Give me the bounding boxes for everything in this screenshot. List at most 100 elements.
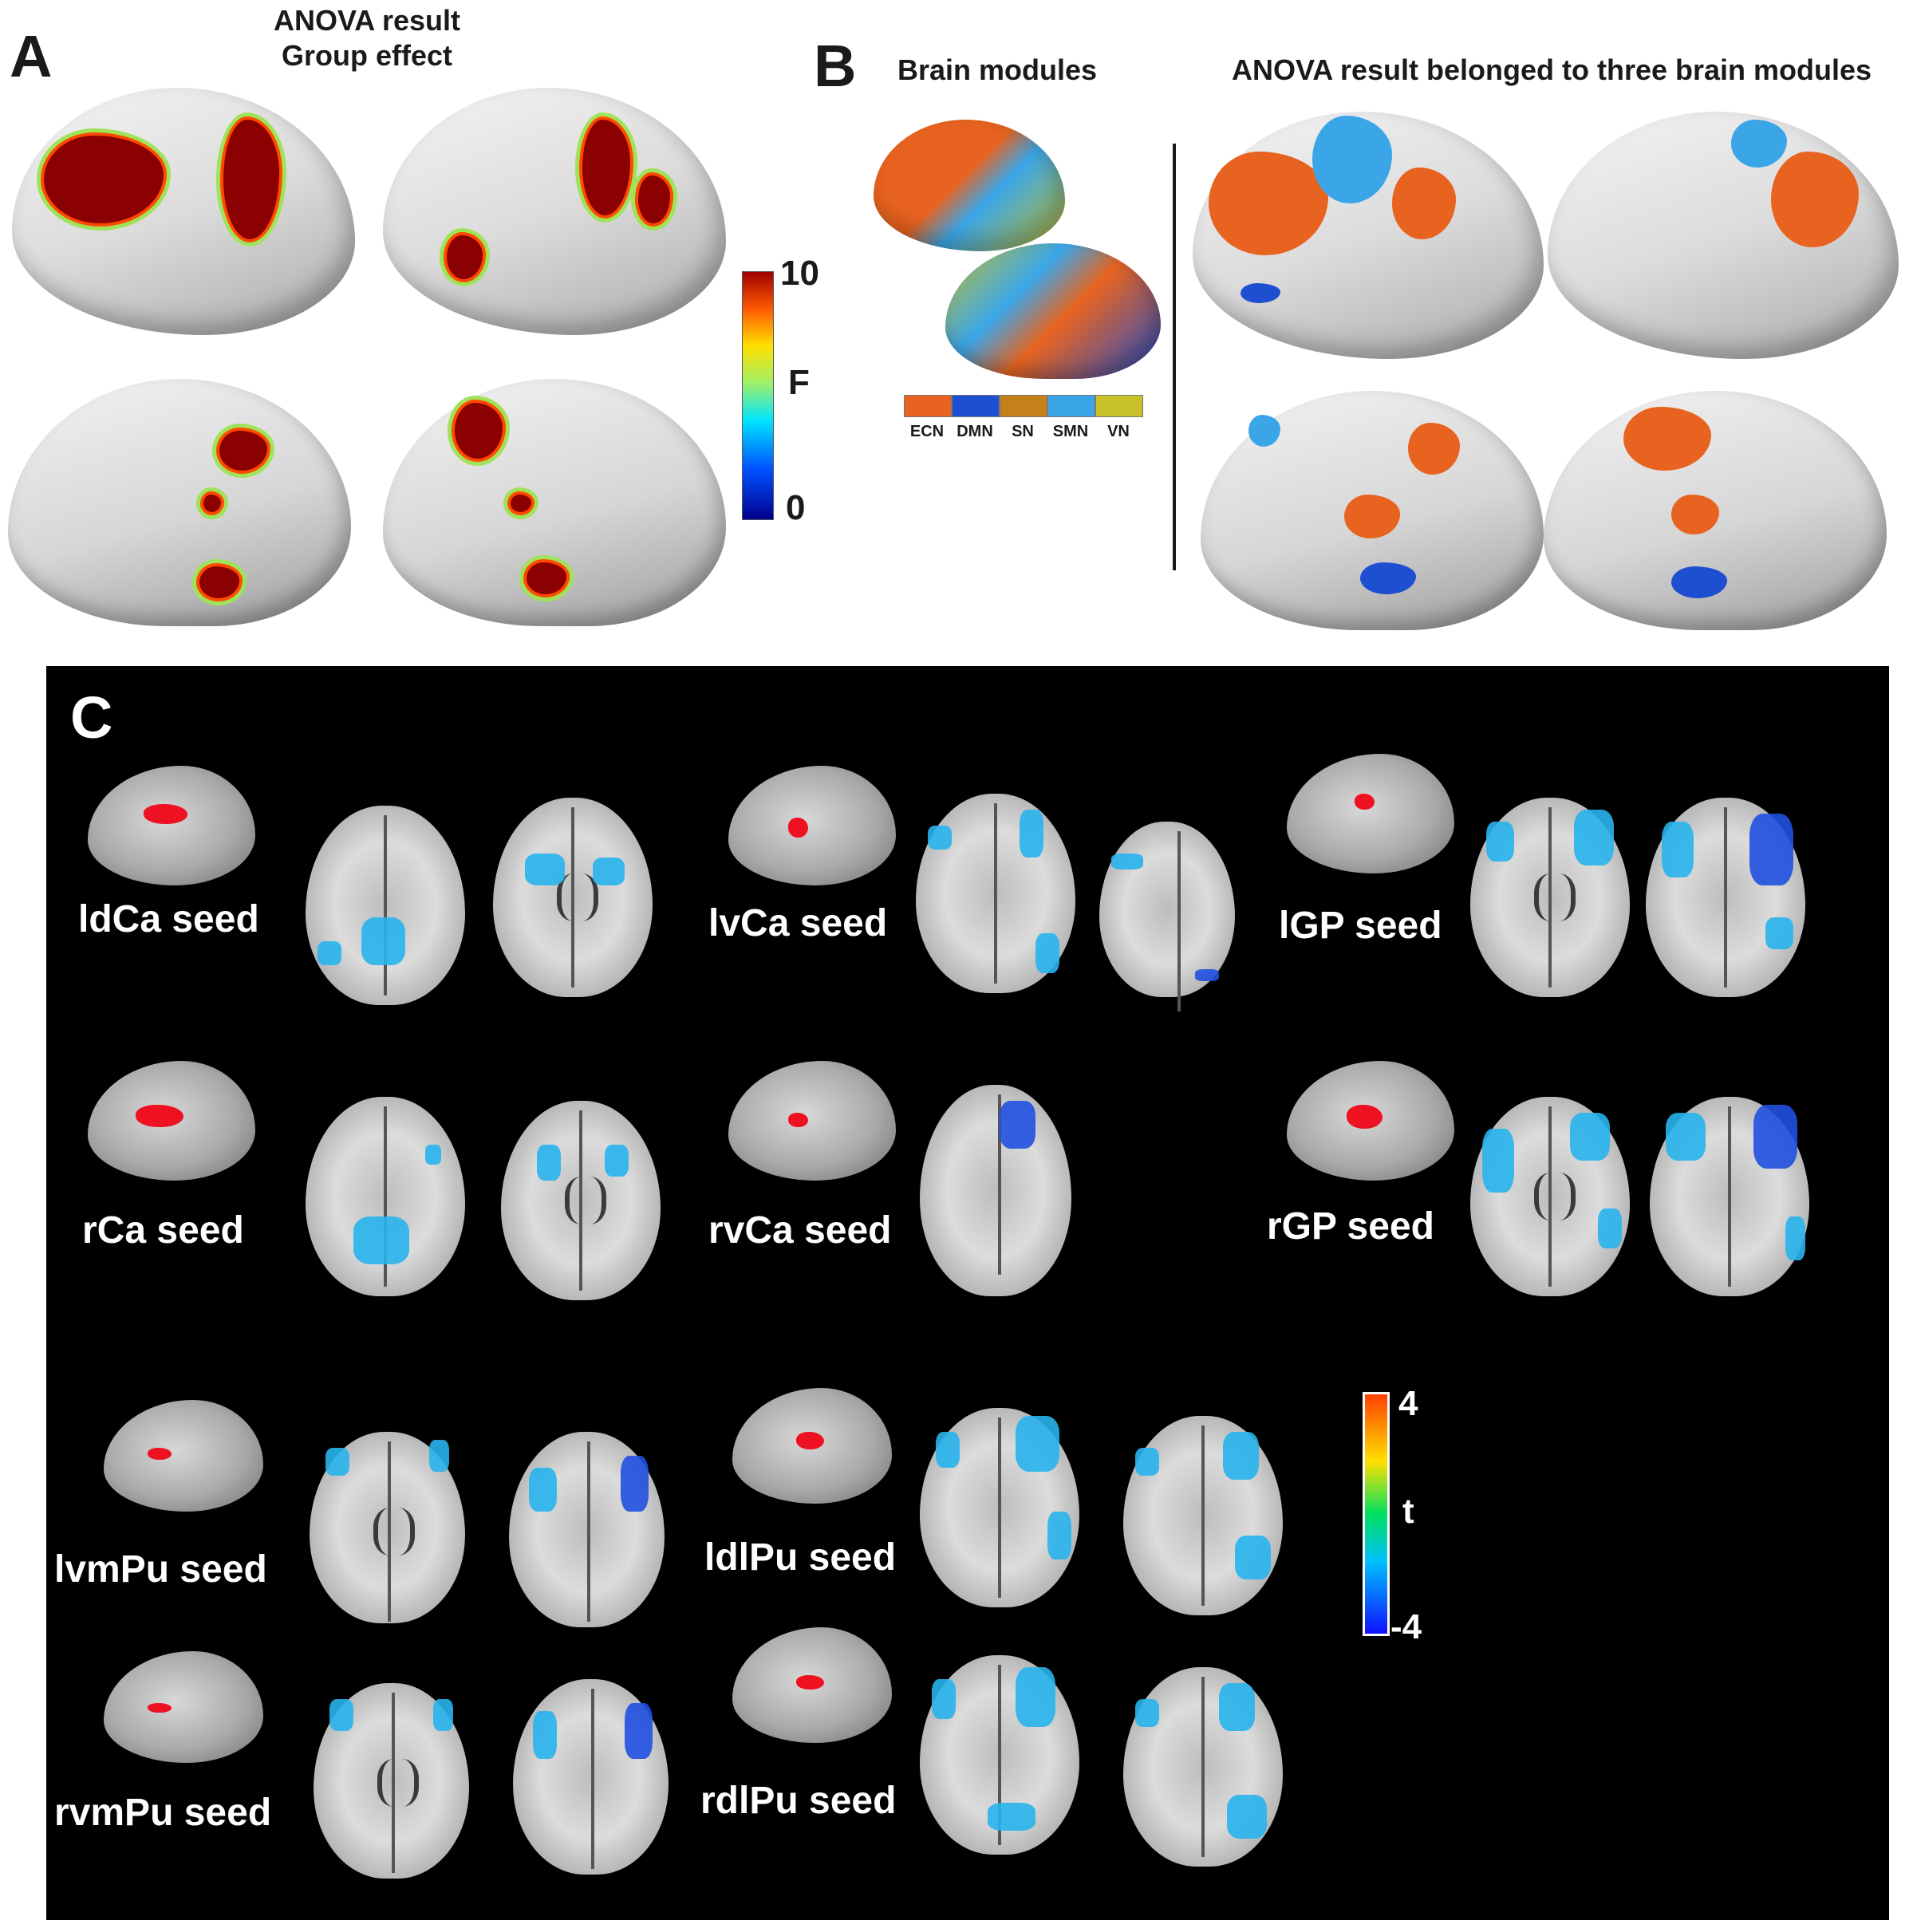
ventricles [1534, 873, 1576, 921]
axial-slice [1470, 798, 1630, 997]
activation-cluster [988, 1803, 1035, 1831]
panel-c-letter: C [70, 684, 113, 751]
activation-cluster [1035, 933, 1059, 973]
brain-medial-right [383, 379, 726, 626]
ventricles [1534, 1173, 1576, 1220]
smn-cluster [1248, 415, 1280, 447]
panel-b-letter: B [814, 33, 857, 99]
activation-cluster [529, 1468, 557, 1512]
activation-cluster [447, 235, 483, 279]
activation-cluster [625, 1703, 653, 1759]
axial-slice [310, 1432, 465, 1623]
activation-cluster [621, 1456, 649, 1512]
seed-region [144, 804, 187, 824]
brain-lateral-left [12, 88, 355, 335]
activation-cluster [1020, 810, 1043, 858]
activation-cluster [1574, 810, 1614, 865]
f-colorbar-min: 0 [786, 488, 806, 527]
activation-cluster [223, 120, 279, 239]
seed-region [788, 818, 808, 838]
seed-region [148, 1448, 172, 1460]
axial-slice [513, 1679, 669, 1875]
seed-label-rgp: rGP seed [1267, 1205, 1434, 1248]
axial-slice [306, 806, 465, 1005]
activation-cluster [511, 495, 531, 512]
modules-title: Brain modules [897, 53, 1098, 86]
dmn-cluster [1360, 562, 1416, 594]
ventricles [565, 1177, 606, 1224]
module-anova-lateral-left [1193, 112, 1544, 359]
activation-cluster [605, 1145, 629, 1177]
legend-swatch-sn [1000, 395, 1047, 417]
legend-swatch-smn [1047, 395, 1095, 417]
activation-cluster [353, 1216, 409, 1264]
module-anova-medial-right [1544, 391, 1887, 630]
seed-label-rvca: rvCa seed [708, 1209, 892, 1252]
activation-cluster [1749, 814, 1793, 885]
axial-slice [920, 1655, 1079, 1855]
brain-lateral-right [383, 88, 726, 335]
axial-slice [1099, 822, 1235, 1011]
ventricles [373, 1508, 415, 1555]
panel-a-title-line1: ANOVA result [273, 4, 461, 37]
t-colorbar [1363, 1392, 1390, 1636]
activation-cluster [361, 917, 405, 965]
legend-swatch-dmn [952, 395, 1000, 417]
module-anova-lateral-right [1548, 112, 1899, 359]
legend-label-sn: SN [1012, 423, 1034, 440]
activation-cluster [429, 1440, 449, 1472]
activation-cluster [1482, 1129, 1514, 1193]
smn-cluster [1312, 116, 1392, 203]
sagittal-slice-rca [88, 1061, 255, 1181]
ecn-cluster [1623, 407, 1711, 471]
axial-slice [920, 1085, 1071, 1296]
activation-cluster [1486, 822, 1514, 862]
axial-slice [314, 1683, 469, 1879]
activation-cluster [1753, 1105, 1797, 1169]
activation-cluster [1765, 917, 1793, 949]
sagittal-slice-lvca [728, 766, 896, 885]
sagittal-slice-ldca [88, 766, 255, 885]
activation-cluster [1785, 1216, 1805, 1260]
t-colorbar-label: t [1402, 1492, 1414, 1531]
seed-region [148, 1703, 172, 1713]
activation-cluster [1111, 854, 1143, 869]
axial-slice [1470, 1097, 1630, 1296]
f-colorbar-label: F [788, 363, 810, 402]
ecn-cluster [1392, 168, 1456, 239]
f-colorbar [742, 271, 774, 520]
seed-region [796, 1675, 824, 1690]
activation-cluster [1662, 822, 1694, 877]
axial-slice [1123, 1667, 1283, 1867]
activation-cluster [1195, 969, 1219, 981]
seed-label-rca: rCa seed [82, 1209, 244, 1252]
seed-region [796, 1432, 824, 1449]
activation-cluster [533, 1711, 557, 1759]
ecn-cluster [1408, 423, 1460, 475]
seed-label-rvmpu: rvmPu seed [54, 1792, 272, 1834]
seed-label-ldlpu: ldlPu seed [704, 1536, 897, 1579]
sagittal-slice-rvca [728, 1061, 896, 1181]
seed-label-rdlpu: rdlPu seed [700, 1780, 897, 1822]
activation-cluster [593, 858, 625, 885]
t-colorbar-min: -4 [1390, 1607, 1422, 1646]
axial-slice [1123, 1416, 1283, 1615]
seed-region [788, 1113, 808, 1127]
activation-cluster [1135, 1448, 1159, 1476]
seed-label-lvca: lvCa seed [708, 902, 888, 944]
sagittal-slice-rvmpu [104, 1651, 263, 1763]
activation-cluster [455, 403, 503, 459]
activation-cluster [1570, 1113, 1610, 1161]
sagittal-slice-ldlpu [732, 1388, 892, 1504]
axial-slice [493, 798, 653, 997]
activation-cluster [1016, 1667, 1055, 1727]
ecn-cluster [1209, 152, 1328, 255]
panel-c: C ldCa seed lvCa seed lGP seed rCa seed … [46, 666, 1889, 1920]
legend-swatch-ecn [904, 395, 952, 417]
legend-swatch-vn [1095, 395, 1143, 417]
legend-label-ecn: ECN [909, 423, 945, 440]
dmn-cluster [1241, 283, 1280, 303]
ventricles [557, 873, 598, 921]
t-colorbar-max: 4 [1398, 1384, 1418, 1423]
axial-slice [509, 1432, 665, 1627]
